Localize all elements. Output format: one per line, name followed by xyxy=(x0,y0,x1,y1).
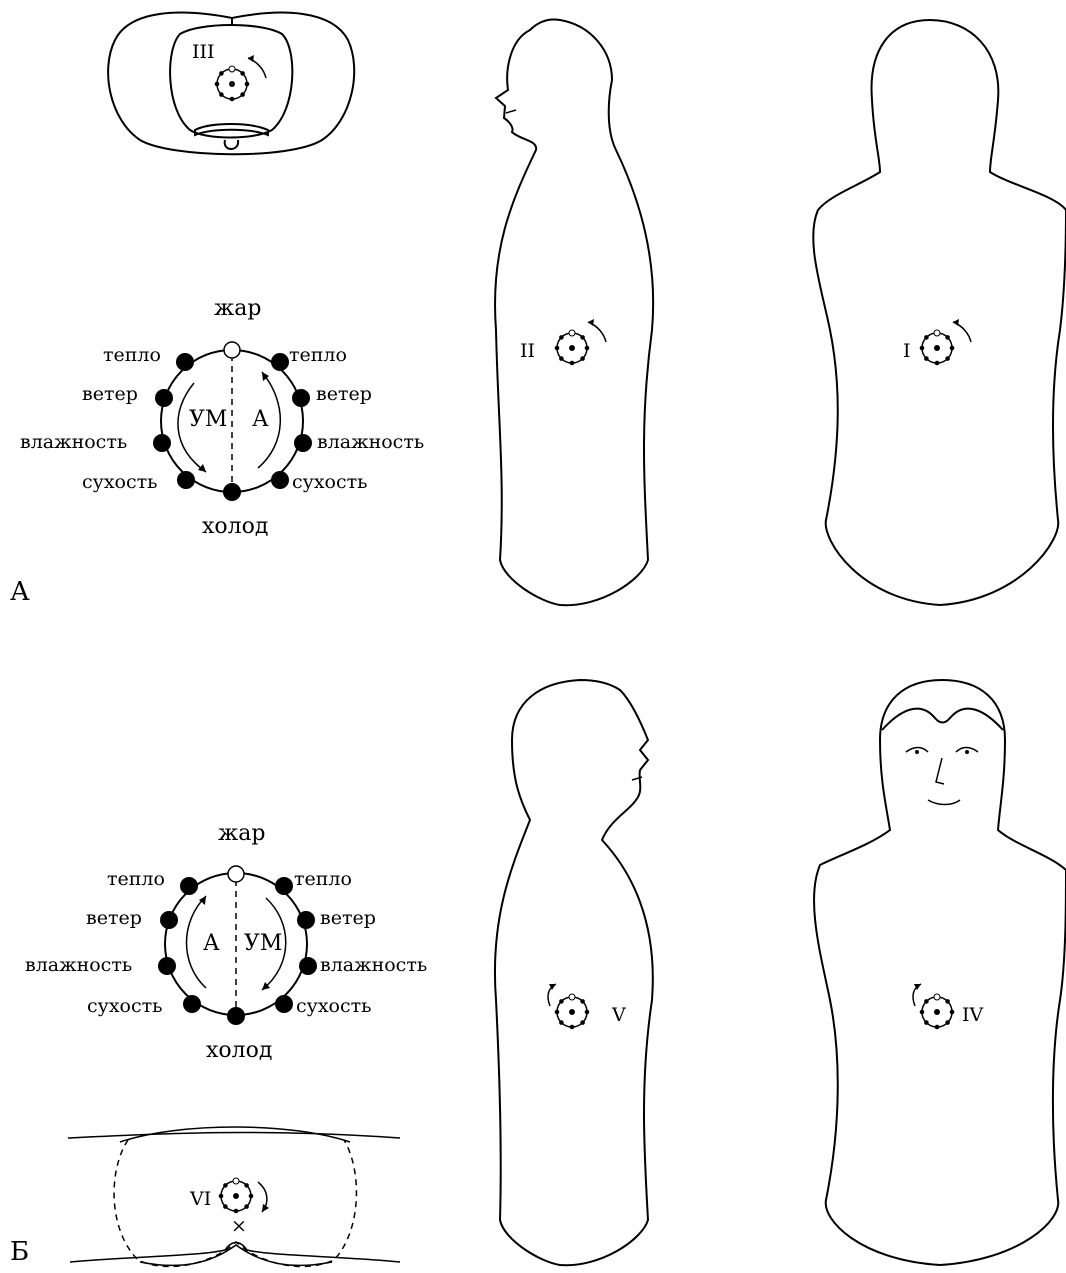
wheel-a-right-2: ветер xyxy=(316,383,372,405)
marker-I-label: I xyxy=(903,340,911,362)
marker-V: V xyxy=(548,984,626,1029)
wheel-b-left-2: ветер xyxy=(86,907,142,929)
wheel-b-top-label: жар xyxy=(218,821,265,846)
wheel-b-left-inner: А xyxy=(203,931,220,956)
marker-I: I xyxy=(903,319,971,365)
marker-II-label: II xyxy=(520,340,535,362)
wheel-b-left-3: влажность xyxy=(25,954,132,976)
marker-II: II xyxy=(520,319,606,365)
wheel-b-right-4: сухость xyxy=(296,995,371,1017)
wheel-b-right-1: тепло xyxy=(294,868,352,890)
wheel-a-left-3: влажность xyxy=(20,431,127,453)
marker-III-label: III xyxy=(192,41,215,63)
elements-wheel-b: жар тепло ветер влажность сухость тепло … xyxy=(25,821,427,1063)
wheel-a-left-inner: УМ xyxy=(189,407,227,432)
wheel-a-left-4: сухость xyxy=(82,471,157,493)
wheel-b-left-4: сухость xyxy=(87,995,162,1017)
wheel-a-top-label: жар xyxy=(214,296,261,321)
body-front-b xyxy=(814,680,1066,1265)
wheel-a-right-4: сухость xyxy=(292,471,367,493)
wheel-a-right-1: тепло xyxy=(289,344,347,366)
body-back-a xyxy=(813,20,1066,605)
marker-III: III xyxy=(192,41,266,101)
marker-IV: IV xyxy=(913,984,984,1029)
wheel-b-bottom-label: холод xyxy=(206,1038,272,1063)
wheel-b-right-2: ветер xyxy=(320,907,376,929)
marker-VI-label: VI xyxy=(189,1188,211,1210)
wheel-a-bottom-label: холод xyxy=(202,514,268,539)
svg-text:×: × xyxy=(231,1215,247,1237)
marker-V-label: V xyxy=(611,1004,626,1026)
wheel-a-left-2: ветер xyxy=(82,383,138,405)
wheel-b-left-1: тепло xyxy=(107,868,165,890)
marker-IV-label: IV xyxy=(962,1004,984,1026)
panel-label-b: Б xyxy=(10,1237,29,1267)
wheel-a-right-inner: А xyxy=(252,407,269,432)
panel-label-a: А xyxy=(10,577,30,607)
wheel-a-right-3: влажность xyxy=(317,431,424,453)
elements-wheel-a: жар тепло ветер влажность сухость тепло … xyxy=(20,296,424,539)
wheel-a-left-1: тепло xyxy=(103,344,161,366)
marker-VI: VI xyxy=(189,1178,269,1213)
body-side-a xyxy=(495,19,653,605)
wheel-b-right-3: влажность xyxy=(320,954,427,976)
body-side-b xyxy=(495,680,653,1265)
wheel-b-right-inner: УМ xyxy=(244,931,282,956)
